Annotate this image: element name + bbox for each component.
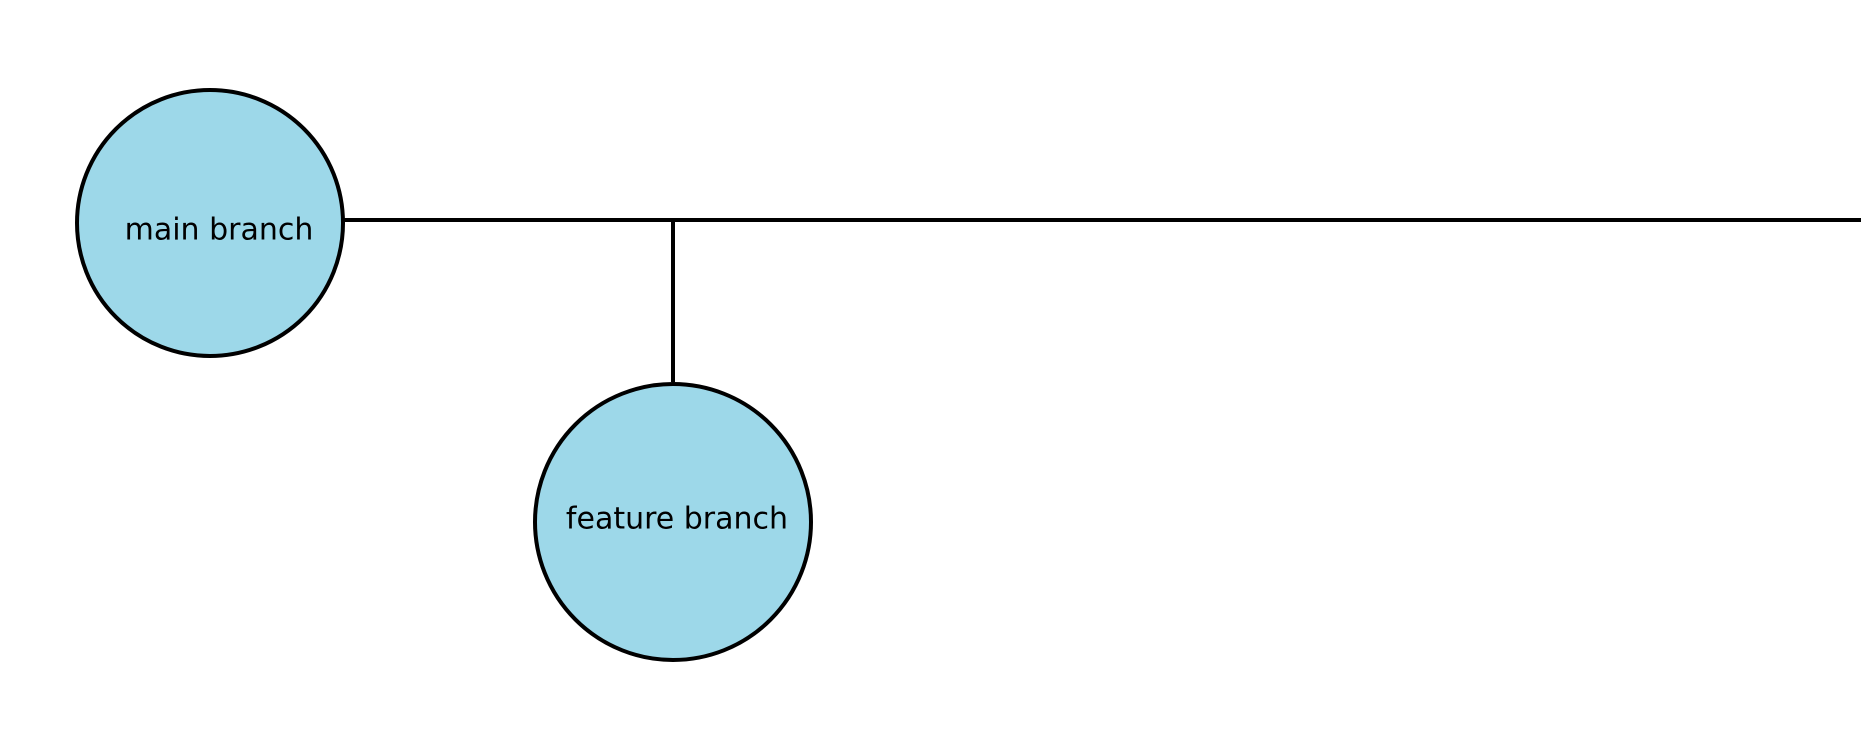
main-branch-label: main branch	[125, 213, 314, 248]
main-branch-circle	[75, 88, 345, 358]
main-branch-node: main branch	[75, 88, 345, 358]
feature-branch-label: feature branch	[566, 502, 788, 537]
feature-branch-circle	[533, 382, 813, 662]
feature-branch-node: feature branch	[533, 382, 813, 662]
